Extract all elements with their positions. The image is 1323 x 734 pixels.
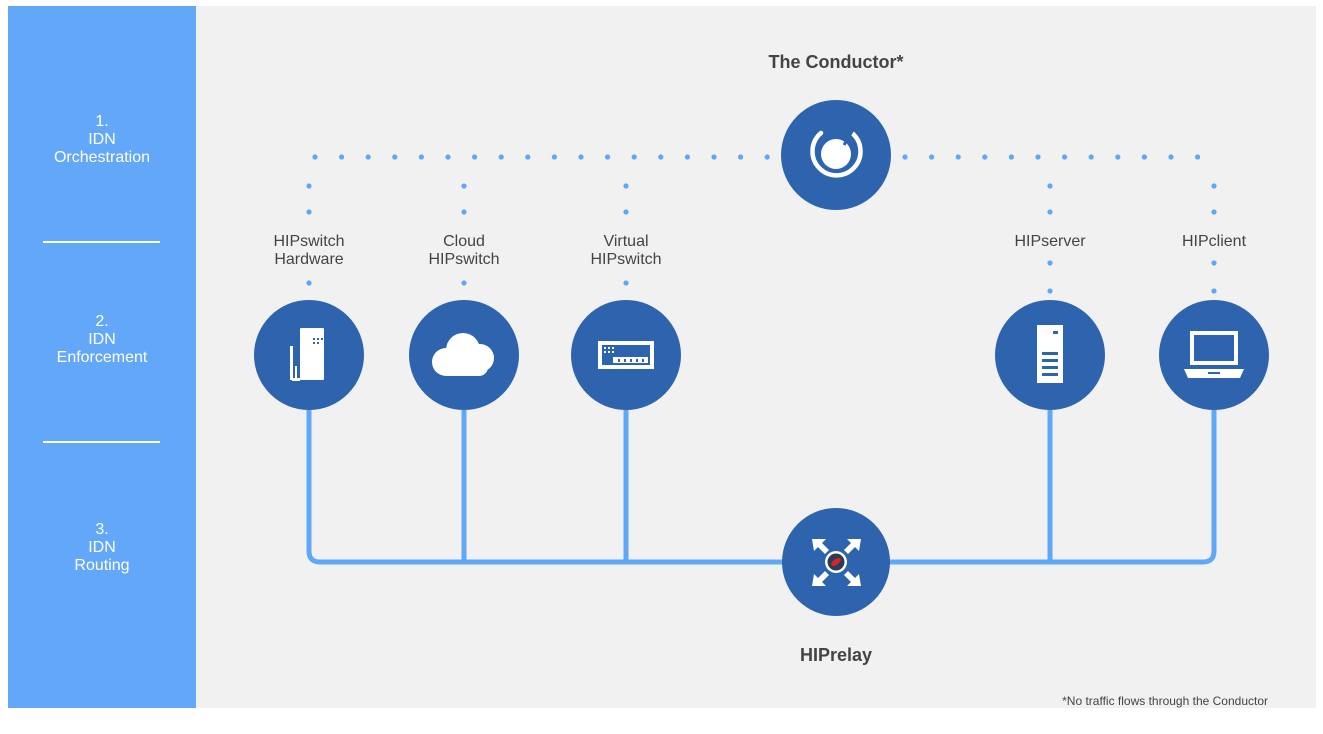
device-label-cloud-hipswitch: Cloud HIPswitch xyxy=(394,233,534,269)
switch-panel-icon xyxy=(598,341,654,369)
conductor-title: The Conductor* xyxy=(768,52,904,72)
link-dot xyxy=(929,154,935,160)
virtual-hipswitch-node xyxy=(571,300,681,410)
link-dot xyxy=(711,154,717,160)
hipswitch-hardware-node xyxy=(254,300,364,410)
link-dot xyxy=(498,154,504,160)
layer-divider xyxy=(43,241,160,243)
layer-label: IDN xyxy=(88,131,116,148)
cloud-hipswitch-node xyxy=(409,300,519,410)
laptop-icon xyxy=(1184,331,1244,378)
cloud-icon xyxy=(432,333,494,376)
link-dot xyxy=(1141,154,1147,160)
device-label-line: HIPswitch xyxy=(273,233,345,250)
conductor-icon xyxy=(810,127,863,178)
link-dot xyxy=(461,183,467,189)
layer-divider xyxy=(43,441,160,443)
link-dot xyxy=(982,154,988,160)
device-label-hipserver: HIPserver xyxy=(980,233,1120,251)
routing-links xyxy=(306,410,1217,565)
device-label-hipswitch-hardware: HIPswitch Hardware xyxy=(239,233,379,269)
device-label-line: Virtual xyxy=(603,233,649,250)
footnote: *No traffic flows through the Conductor xyxy=(1062,694,1268,708)
link-dot xyxy=(1047,209,1053,215)
device-label-line: HIPclient xyxy=(1181,233,1247,250)
link-dot xyxy=(1008,154,1015,160)
device-label-line: HIPserver xyxy=(1014,233,1086,250)
layer-enforcement: 2. IDN Enforcement xyxy=(8,313,196,367)
hipclient-node xyxy=(1159,300,1269,410)
link-dot xyxy=(1211,288,1217,294)
link-dot xyxy=(578,154,584,160)
relay-arrows-icon xyxy=(812,539,861,586)
layer-label: IDN xyxy=(88,331,116,348)
conductor-node xyxy=(781,100,891,210)
link-dot xyxy=(1211,183,1217,189)
link-dot xyxy=(658,154,664,160)
link-dot xyxy=(445,154,451,160)
hipserver-node xyxy=(995,300,1105,410)
link-dot xyxy=(1047,260,1053,266)
link-dot xyxy=(461,209,467,215)
link-dot xyxy=(472,154,478,160)
routing-link xyxy=(306,410,790,565)
orchestration-links xyxy=(306,154,1217,294)
device-label-line: HIPswitch xyxy=(590,251,662,268)
link-dot xyxy=(306,183,312,189)
device-label-virtual-hipswitch: Virtual HIPswitch xyxy=(556,233,696,269)
layer-label: IDN xyxy=(88,539,116,556)
link-dot xyxy=(392,154,398,160)
link-dot xyxy=(902,154,908,160)
relay-core-icon xyxy=(825,551,847,573)
router-icon xyxy=(290,328,324,381)
link-dot xyxy=(1035,154,1041,160)
link-dot xyxy=(1115,154,1121,160)
link-dot xyxy=(1195,154,1201,160)
link-dot xyxy=(1047,288,1053,294)
layer-number: 1. xyxy=(95,113,109,130)
layer-sidebar xyxy=(8,6,196,708)
link-dot xyxy=(764,154,770,160)
layer-number: 3. xyxy=(95,521,109,538)
link-dot xyxy=(306,209,312,215)
link-dot xyxy=(684,154,691,160)
link-dot xyxy=(1211,209,1217,215)
link-dot xyxy=(418,154,424,160)
layer-orchestration: 1. IDN Orchestration xyxy=(8,113,196,167)
link-dot xyxy=(623,280,629,286)
hiprelay-node xyxy=(782,508,890,616)
link-dot xyxy=(312,154,318,160)
link-dot xyxy=(623,183,629,189)
link-dot xyxy=(1168,154,1174,160)
layer-label: Orchestration xyxy=(53,149,151,166)
link-dot xyxy=(738,154,744,160)
link-dot xyxy=(461,280,467,286)
link-dot xyxy=(631,154,637,160)
link-dot xyxy=(1211,260,1217,266)
link-dot xyxy=(339,154,345,160)
server-icon xyxy=(1037,325,1063,383)
link-dot xyxy=(551,154,558,160)
link-dot xyxy=(306,280,312,286)
link-dot xyxy=(365,154,371,160)
link-dot xyxy=(1047,183,1053,189)
device-label-line: Cloud xyxy=(443,233,485,250)
layer-label: Routing xyxy=(74,557,130,574)
link-dot xyxy=(623,209,629,215)
layer-label: Enforcement xyxy=(56,349,148,366)
link-dot xyxy=(605,154,611,160)
link-dot xyxy=(525,154,531,160)
device-label-line: Hardware xyxy=(274,251,344,268)
device-label-hipclient: HIPclient xyxy=(1144,233,1284,251)
link-dot xyxy=(955,154,961,160)
link-dot xyxy=(1062,154,1068,160)
link-dot xyxy=(1088,154,1094,160)
layer-number: 2. xyxy=(95,313,109,330)
relay-title: HIPrelay xyxy=(799,645,873,665)
device-label-line: HIPswitch xyxy=(428,251,500,268)
layer-routing: 3. IDN Routing xyxy=(8,521,196,575)
routing-link xyxy=(880,410,1217,565)
